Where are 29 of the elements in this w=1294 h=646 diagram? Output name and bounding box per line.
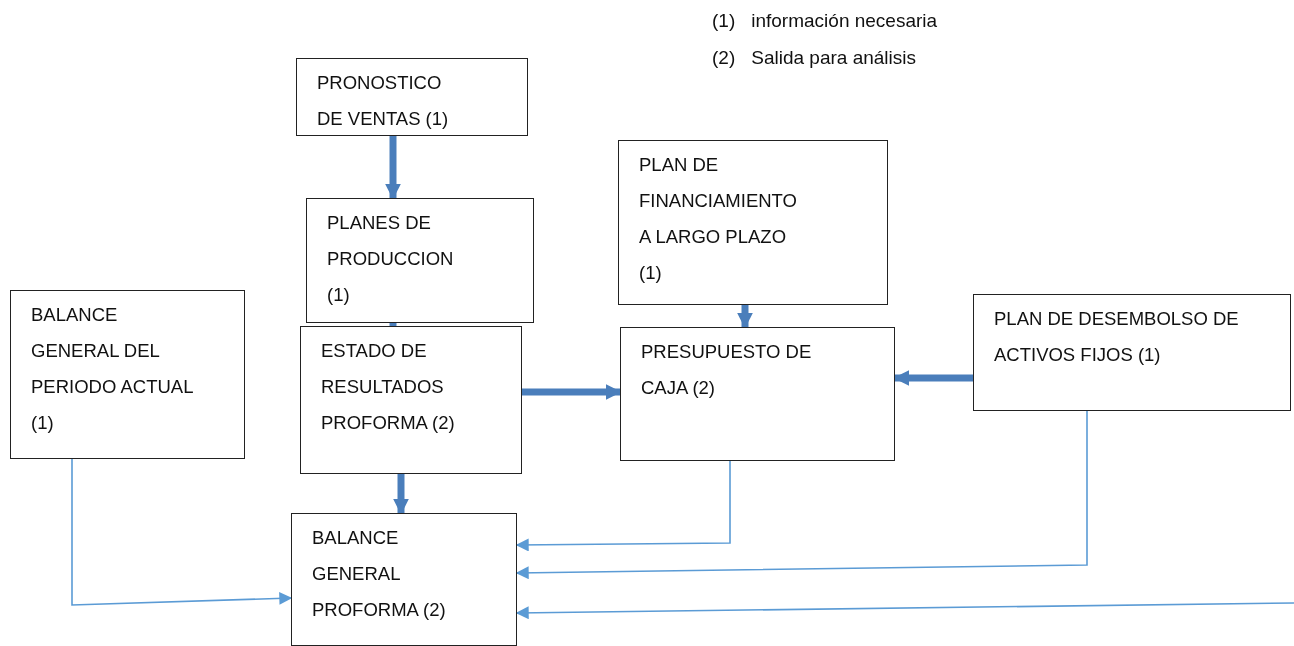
box-label: PRESUPUESTO DE CAJA (2) — [641, 340, 813, 400]
arrow — [71, 458, 293, 606]
process-box — [300, 326, 522, 474]
process-box — [973, 294, 1291, 411]
arrow — [737, 305, 753, 329]
box-label: PLAN DE DESEMBOLSO DE ACTIVOS FIJOS (1) — [994, 307, 1240, 367]
arrow — [893, 370, 973, 386]
box-label: ESTADO DE RESULTADOS PROFORMA (2) — [321, 339, 456, 435]
arrow — [515, 460, 731, 552]
arrow — [515, 410, 1088, 580]
box-label: BALANCE GENERAL PROFORMA (2) — [312, 526, 447, 622]
box-label: PLAN DE FINANCIAMIENTO A LARGO PLAZO (1) — [639, 153, 798, 285]
process-box — [620, 327, 895, 461]
list-marker: (2) — [712, 47, 736, 69]
box-label: PLANES DE PRODUCCION (1) — [327, 211, 455, 307]
arrow — [393, 474, 409, 515]
note-text: Salida para análisis — [751, 47, 916, 69]
box-label: PRONOSTICO DE VENTAS (1) — [317, 71, 450, 131]
process-box — [10, 290, 245, 459]
process-box — [618, 140, 888, 305]
arrow — [385, 136, 401, 200]
note-text: información necesaria — [751, 10, 938, 32]
box-label: BALANCE GENERAL DEL PERIODO ACTUAL (1) — [31, 303, 194, 435]
process-box — [306, 198, 534, 323]
arrow — [515, 602, 1294, 620]
process-box — [291, 513, 517, 646]
arrow — [522, 384, 622, 400]
process-box — [296, 58, 528, 136]
list-marker: (1) — [712, 10, 736, 32]
